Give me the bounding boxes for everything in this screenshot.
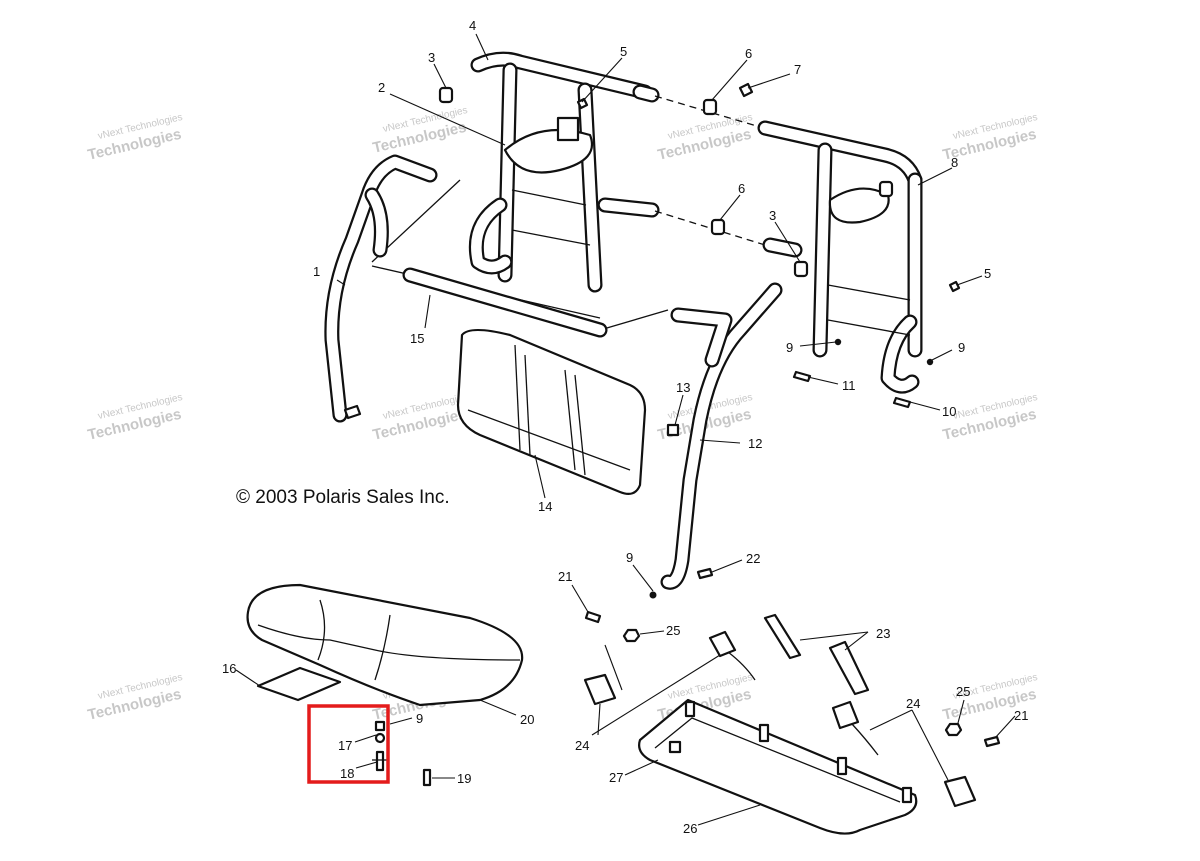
callout-9-d: 9 (416, 711, 423, 726)
watermark: vNext Technologies Technologies (371, 105, 469, 157)
buckle-24-a (708, 630, 737, 658)
washer-17 (374, 732, 386, 744)
callout-7: 7 (794, 62, 801, 77)
retractor-24-right (943, 775, 977, 808)
seat-hardware (372, 720, 432, 787)
callout-6-upper: 6 (745, 46, 752, 61)
crossbar-tubes (597, 84, 803, 258)
copyright-notice: © 2003 Polaris Sales Inc. (236, 487, 450, 508)
nut-17 (374, 720, 386, 732)
buckle-24-b (831, 700, 860, 730)
bolt-22 (696, 567, 714, 580)
callout-18: 18 (340, 766, 354, 781)
bushing-6-lower (710, 218, 726, 236)
lower-crossbar (402, 267, 608, 338)
callout-4: 4 (469, 18, 476, 33)
callout-16: 16 (222, 661, 236, 676)
callout-9-a: 9 (786, 340, 793, 355)
callout-6-lower: 6 (738, 181, 745, 196)
belt-strap-23-a (763, 613, 802, 660)
nut-9-b (926, 358, 934, 366)
retractor-24-left (583, 673, 617, 706)
callout-5-right: 5 (984, 266, 991, 281)
callout-14: 14 (538, 499, 552, 514)
bolt-19 (422, 768, 432, 787)
seat-bottom-cushion (246, 583, 524, 707)
headrest-pad-right (828, 187, 890, 224)
nut-25-left (622, 628, 641, 643)
callout-17: 17 (338, 738, 352, 753)
left-side-frame (324, 154, 438, 423)
nut-9-lower (649, 591, 657, 599)
callout-21-right: 21 (1014, 708, 1028, 723)
rear-upright-frame-left (468, 51, 653, 293)
callout-3-upper: 3 (428, 50, 435, 65)
bolt-11 (792, 370, 812, 383)
front-side-frame (660, 282, 783, 590)
callout-26: 26 (683, 821, 697, 836)
callout-24-left: 24 (575, 738, 589, 753)
callout-21-left: 21 (558, 569, 572, 584)
callout-27: 27 (609, 770, 623, 785)
callout-numbers: 1 2 3 3 4 5 5 6 6 7 8 9 9 9 9 10 11 12 1… (222, 18, 1028, 836)
bolt-7 (738, 82, 754, 98)
nut-5-right (948, 280, 961, 293)
nut-5-left (576, 97, 589, 110)
callout-2: 2 (378, 80, 385, 95)
callout-11: 11 (842, 378, 856, 393)
callout-10: 10 (942, 404, 956, 419)
seat-belts (583, 567, 1001, 808)
rear-upright-frame-right (757, 120, 923, 394)
seat-back-cushion (456, 328, 647, 495)
bolt-21-right (983, 735, 1001, 748)
bushing-6-upper (702, 98, 718, 116)
bushing-3-upper (438, 86, 454, 104)
watermark: vNext Technologies Technologies (656, 112, 754, 164)
callout-8: 8 (951, 155, 958, 170)
callout-20: 20 (520, 712, 534, 727)
belt-strap-23-b (828, 640, 870, 696)
callout-13: 13 (676, 380, 690, 395)
stud-18 (375, 750, 385, 772)
headrest-pad-left (503, 116, 593, 174)
nut-25-right (944, 722, 963, 737)
watermark: vNext Technologies Technologies (86, 112, 184, 164)
highlight-box (307, 704, 390, 784)
seat-pan-assembly (638, 698, 918, 835)
roll-cage-assembly (324, 51, 961, 590)
bushing-8 (878, 180, 894, 198)
callout-25-left: 25 (666, 623, 680, 638)
nut-9-a (834, 338, 842, 346)
bolt-21-left (584, 610, 602, 624)
callout-22: 22 (746, 551, 760, 566)
callout-leaders (235, 33, 1016, 826)
callout-19: 19 (457, 771, 471, 786)
callout-3-lower: 3 (769, 208, 776, 223)
frame-foot-left (343, 404, 362, 420)
clip-13 (666, 423, 680, 437)
bolt-10 (892, 396, 912, 409)
callout-9-b: 9 (958, 340, 965, 355)
callout-5-upper: 5 (620, 44, 627, 59)
callout-15: 15 (410, 331, 424, 346)
callout-12: 12 (748, 436, 762, 451)
callout-23: 23 (876, 626, 890, 641)
bushing-3-lower (793, 260, 809, 278)
callout-25-right: 25 (956, 684, 970, 699)
watermark: vNext Technologies Technologies (86, 672, 184, 724)
seat-pad-16 (256, 666, 342, 702)
callout-1: 1 (313, 264, 320, 279)
callout-24-right: 24 (906, 696, 920, 711)
watermark: vNext Technologies Technologies (86, 392, 184, 444)
callout-9-c: 9 (626, 550, 633, 565)
